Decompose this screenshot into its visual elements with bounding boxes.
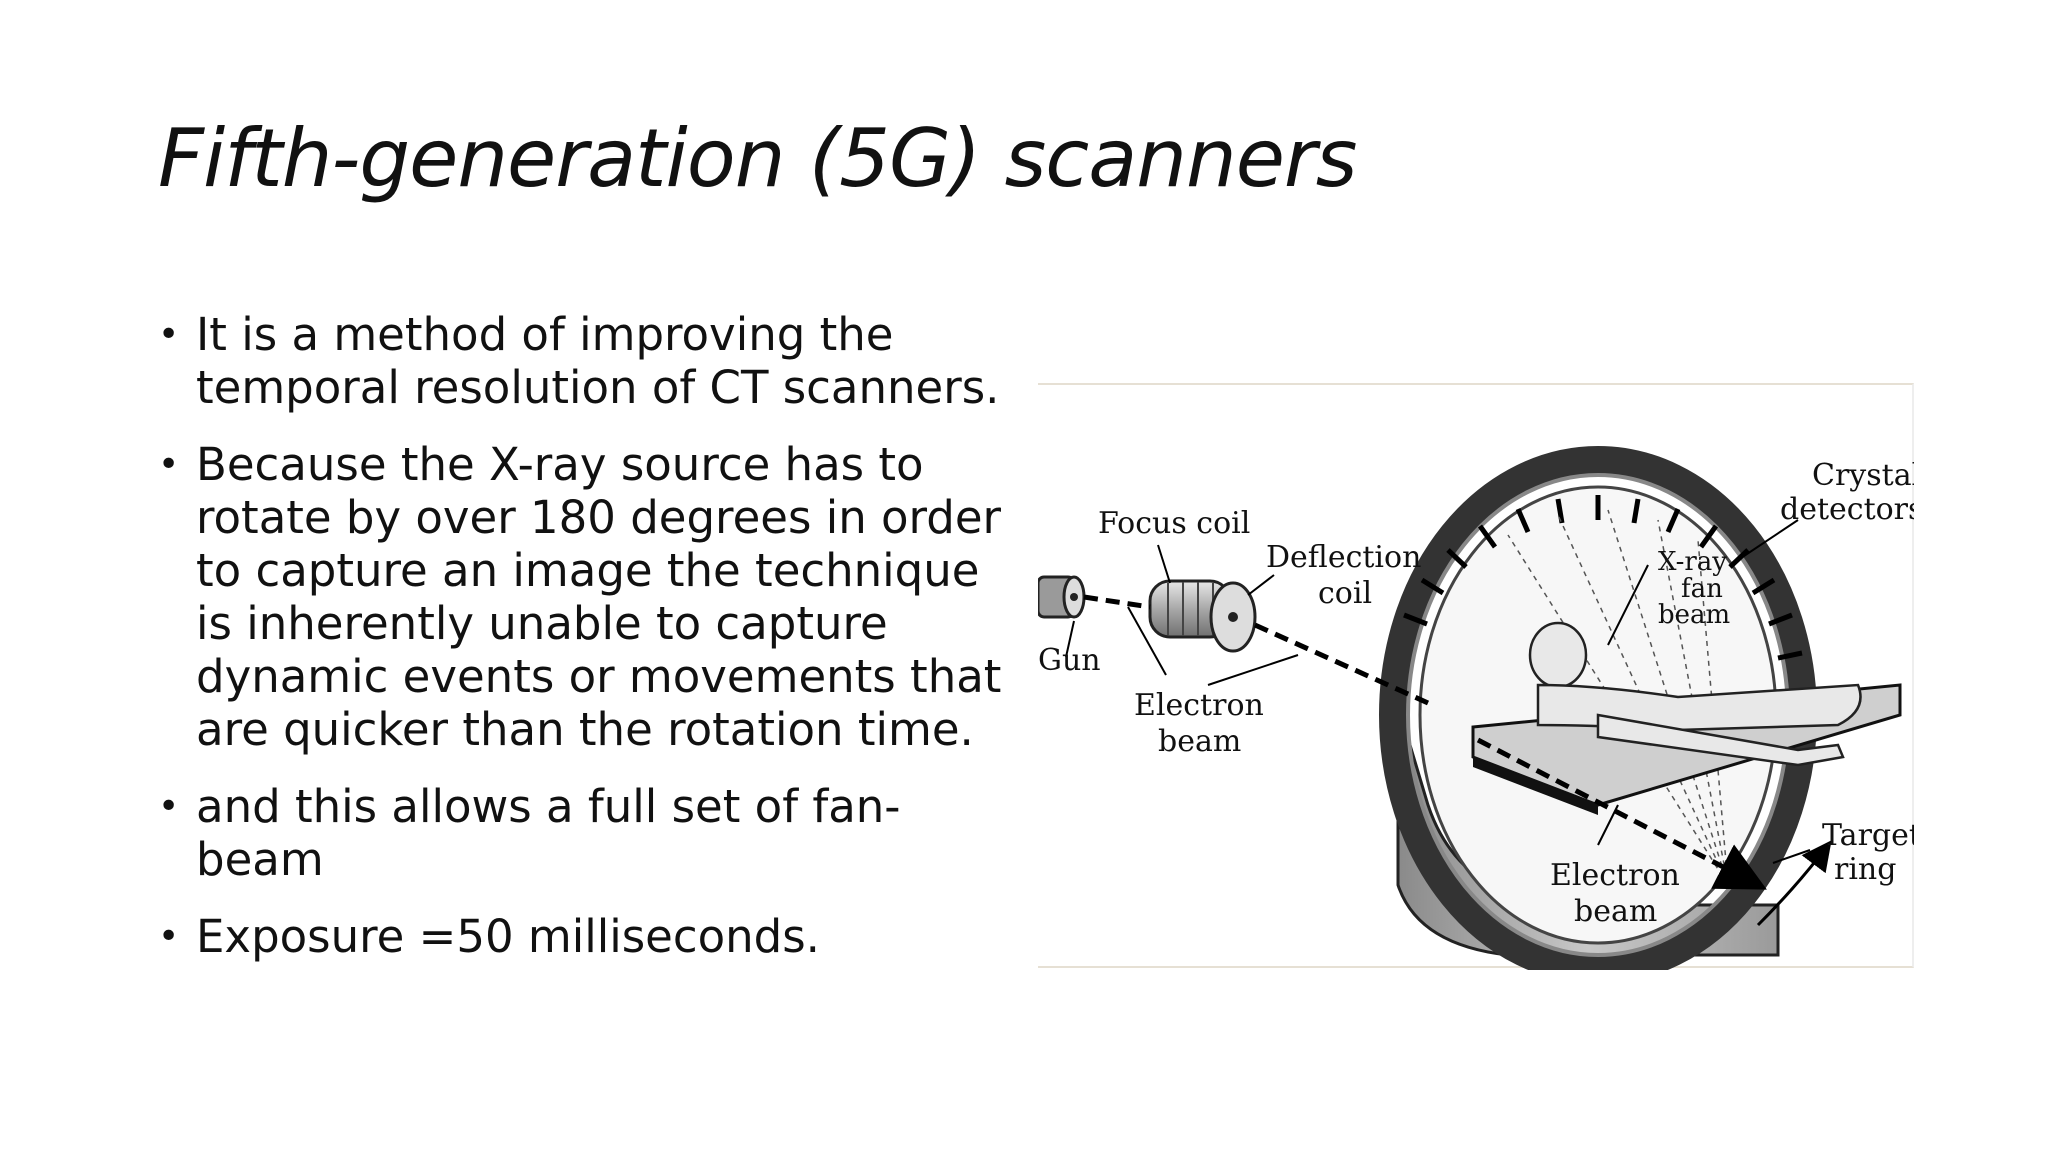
xray-fan-beam-label-line1: X-ray: [1658, 547, 1727, 577]
bullet-marker: •: [158, 444, 180, 485]
electron-beam-path: [1083, 594, 1767, 890]
electron-beam-bottom-label-line2: beam: [1574, 894, 1657, 929]
electron-beam-label-line1: Electron: [1134, 688, 1264, 723]
crystal-detectors-label-line2: detectors: [1780, 492, 1914, 527]
xray-fan-beam-label-line3: beam: [1658, 600, 1730, 630]
deflection-coil-label-line1: Deflection: [1266, 540, 1421, 575]
gun-label: Gun: [1038, 643, 1101, 678]
scanner-illustration: Gun Focus coil Deflection coil Electron …: [1038, 446, 1914, 970]
electron-beam-bottom-label-line1: Electron: [1550, 858, 1680, 893]
bullet-marker: •: [158, 916, 180, 957]
bullet-text: Exposure =50 milliseconds.: [196, 910, 820, 963]
target-ring-label-line1: Target: [1822, 818, 1914, 853]
slide-title: Fifth-generation (5G) scanners: [158, 112, 1357, 205]
bullet-text: Because the X-ray source has to rotate b…: [196, 438, 1002, 756]
bullet-item: • Because the X-ray source has to rotate…: [150, 438, 1010, 756]
bullet-list: • It is a method of improving the tempor…: [150, 308, 1010, 987]
bullet-marker: •: [158, 786, 180, 827]
electron-beam-label-line2: beam: [1158, 724, 1241, 759]
bullet-item: • and this allows a full set of fan- beam: [150, 780, 1010, 886]
patient-figure: [1528, 621, 1862, 767]
crystal-detectors-label-line1: Crystal: [1812, 458, 1914, 493]
bullet-text: It is a method of improving the temporal…: [196, 308, 1000, 414]
deflection-coil-label-line2: coil: [1318, 576, 1372, 611]
bullet-marker: •: [158, 314, 180, 355]
xray-fan-beam-label-line2: fan: [1681, 574, 1723, 604]
target-ring-label-line2: ring: [1834, 852, 1896, 887]
bullet-item: • It is a method of improving the tempor…: [150, 308, 1010, 414]
electron-gun: [1038, 575, 1086, 619]
bullet-text: and this allows a full set of fan- beam: [196, 780, 901, 886]
ebct-scanner-diagram: Gun Focus coil Deflection coil Electron …: [1038, 383, 1914, 970]
rotation-arrow: [1756, 840, 1832, 927]
leader-lines: [1065, 519, 1811, 864]
bullet-item: • Exposure =50 milliseconds.: [150, 910, 1010, 963]
focus-coil: [1148, 579, 1257, 653]
focus-coil-label: Focus coil: [1098, 506, 1250, 541]
